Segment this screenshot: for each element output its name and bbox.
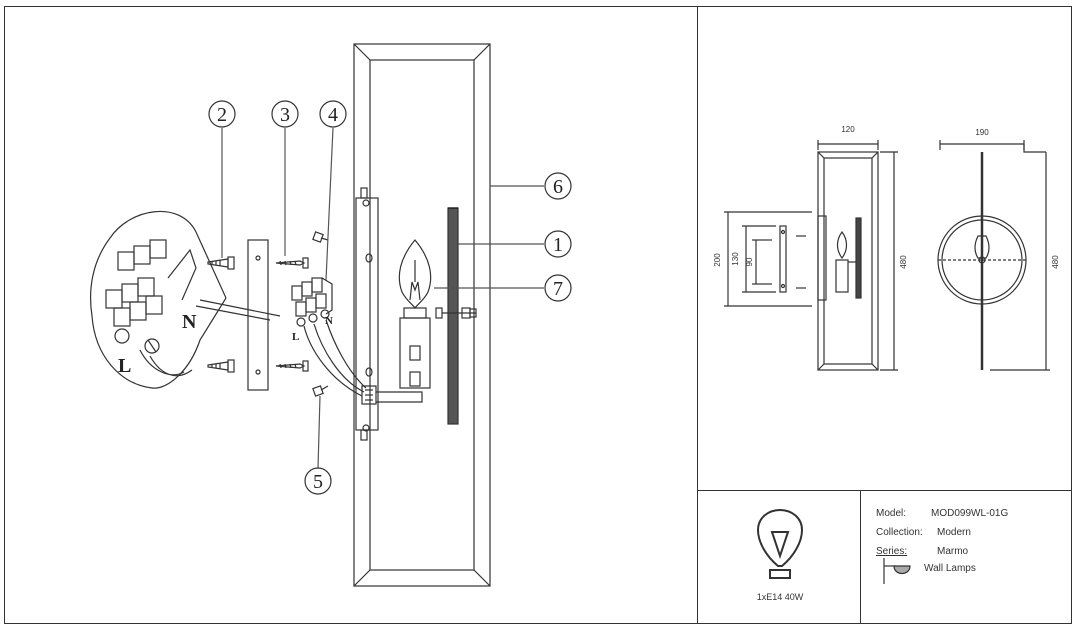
category-value: Wall Lamps — [924, 563, 976, 574]
divider-horizontal — [697, 490, 1072, 491]
block-live-label: L — [292, 331, 299, 343]
callout-3-circle — [271, 100, 299, 128]
terminal-block — [291, 277, 333, 327]
bracket-view — [724, 211, 812, 307]
bulb — [398, 239, 432, 309]
fixing-nut — [435, 307, 477, 319]
dim-bracket-total: 200 — [713, 253, 722, 267]
divider-info — [860, 490, 861, 624]
model-value: MOD099WL-01G — [931, 508, 1009, 519]
dim-bracket-mid: 130 — [731, 252, 740, 266]
side-view — [937, 140, 1050, 371]
lamp-socket — [399, 307, 431, 389]
dim-side-width: 190 — [975, 128, 989, 137]
lamp-frame — [353, 43, 491, 587]
front-view — [817, 140, 898, 371]
dim-front-height: 480 — [899, 255, 908, 269]
callout-5: 5 — [313, 471, 323, 493]
block-neutral-label: N — [325, 315, 333, 327]
collection-label: Collection: — [876, 527, 923, 538]
terminal-detail — [90, 210, 281, 389]
drawing-sheet — [4, 6, 1072, 624]
wall-plug-top — [207, 256, 235, 270]
detail-live-label: L — [118, 355, 131, 377]
callout-4-circle — [319, 100, 347, 128]
glass-shade — [447, 207, 459, 425]
mounting-bracket — [247, 239, 269, 391]
leader-lines — [221, 127, 544, 469]
callout-5-circle — [304, 467, 332, 495]
wires — [303, 319, 367, 397]
series-label: Series: — [876, 546, 908, 557]
callout-7-circle — [544, 274, 572, 302]
callout-4: 4 — [328, 104, 338, 126]
callout-2: 2 — [217, 104, 227, 126]
callout-6-circle — [544, 172, 572, 200]
light-bulb-icon — [756, 508, 804, 579]
socket-arm — [361, 385, 423, 405]
screw-bottom — [275, 360, 309, 372]
callout-1-circle — [544, 230, 572, 258]
callout-3: 3 — [280, 104, 290, 126]
screw-top — [275, 257, 309, 269]
callout-6: 6 — [553, 176, 563, 198]
small-screw-bottom — [312, 385, 329, 397]
detail-neutral-label: N — [182, 311, 197, 333]
bulb-spec: 1xE14 40W — [756, 592, 804, 602]
collection-value: Modern — [937, 527, 971, 538]
model-label: Model: — [876, 508, 907, 519]
back-plate — [355, 187, 379, 441]
series-value: Marmo — [937, 546, 969, 557]
divider-vertical — [697, 6, 698, 624]
dim-front-width: 120 — [841, 125, 855, 134]
dim-side-height: 480 — [1051, 255, 1060, 269]
wall-lamp-icon — [883, 558, 911, 584]
callout-1: 1 — [553, 234, 563, 256]
wall-plug-bottom — [207, 359, 235, 373]
callout-7: 7 — [553, 278, 563, 300]
dim-bracket-inner: 90 — [745, 257, 754, 266]
callout-2-circle — [208, 100, 236, 128]
small-screw-top — [312, 231, 329, 243]
